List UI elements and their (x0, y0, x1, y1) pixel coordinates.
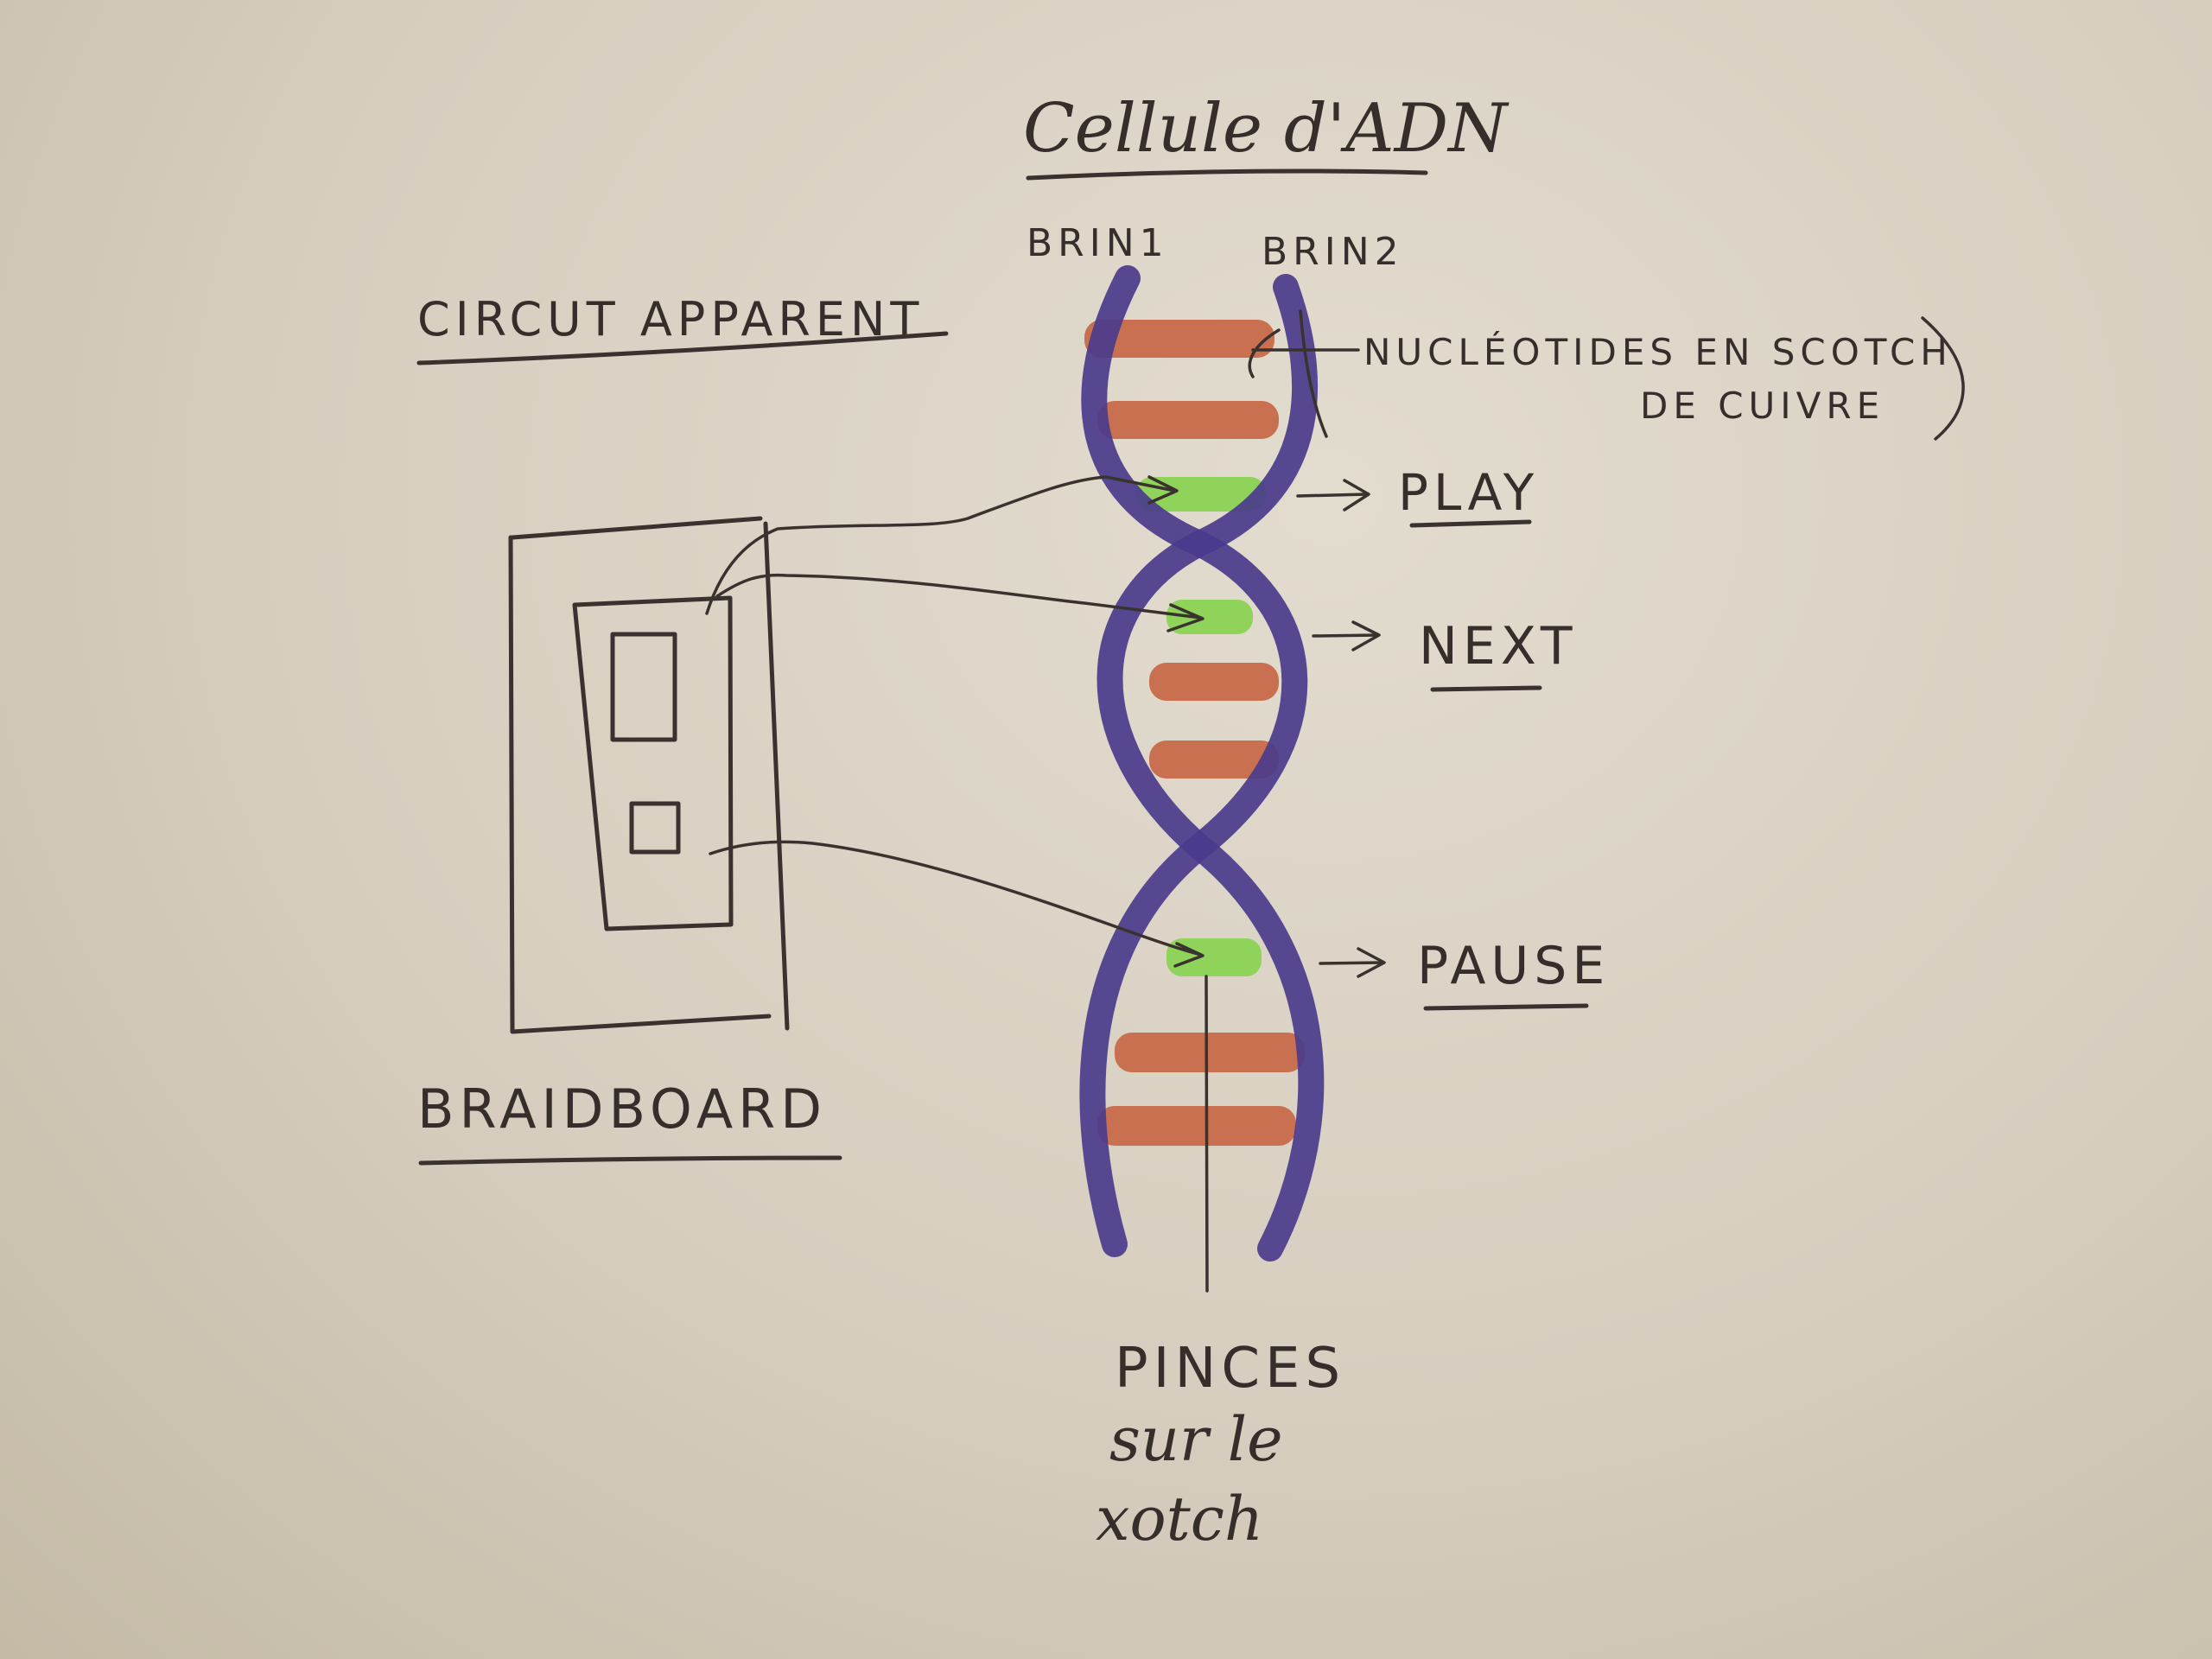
next-label: NEXT (1419, 616, 1578, 677)
pause-label: PAUSE (1417, 936, 1610, 996)
circuit-label: CIRCUT APPARENT (417, 292, 924, 346)
pause-underline (1423, 1003, 1589, 1011)
wire-play (705, 475, 1179, 615)
copper-rung (1149, 663, 1279, 701)
nucleotide-rungs (1084, 320, 1305, 1146)
copper-rung (1115, 1033, 1305, 1072)
title: Cellule d'ADN (1023, 90, 1510, 168)
circuit-underline (416, 331, 949, 365)
green-rung-pause (1166, 938, 1262, 976)
clip-pointer-line (1205, 975, 1209, 1293)
copper-rung (1149, 741, 1279, 779)
breadboard-button-large (610, 632, 677, 742)
note-bracket (1921, 316, 1965, 441)
breadboard-drawing (508, 516, 790, 1034)
clips-note-line1: PINCES (1115, 1337, 1345, 1401)
breadboard-underline (418, 1155, 842, 1166)
breadboard-label: BRAIDBOARD (417, 1077, 827, 1141)
next-underline (1430, 685, 1542, 692)
title-underline (1026, 168, 1428, 181)
green-rung-next (1166, 600, 1253, 634)
play-label: PLAY (1398, 463, 1539, 522)
arrow-right-icon (1319, 947, 1386, 978)
strand-2 (1096, 274, 1325, 1262)
nucleotides-note-line1: NUCLÉOTIDES EN SCOTCH (1363, 330, 1953, 373)
nucleotides-note-line2: DE CUIVRE (1640, 385, 1885, 427)
clips-note-line3: xotch (1096, 1484, 1263, 1554)
copper-rung (1084, 320, 1274, 358)
breadboard-outer-frame (508, 516, 790, 1034)
copper-rung (1097, 1106, 1296, 1146)
breadboard-button-small (629, 801, 681, 855)
play-underline (1409, 519, 1532, 528)
clips-note-line2: sur le (1109, 1404, 1283, 1475)
strand-1 (1079, 265, 1308, 1257)
breadboard-inner-frame (572, 595, 734, 931)
arrow-right-icon (1312, 620, 1381, 652)
copper-rung (1097, 401, 1279, 439)
strand-1-label: BRIN1 (1027, 221, 1169, 265)
strand-2-label: BRIN2 (1262, 230, 1404, 274)
arrow-right-icon (1296, 479, 1370, 512)
wire-next (715, 573, 1205, 632)
nucleotide-pointer (1248, 309, 1360, 438)
wire-pause (709, 840, 1205, 968)
